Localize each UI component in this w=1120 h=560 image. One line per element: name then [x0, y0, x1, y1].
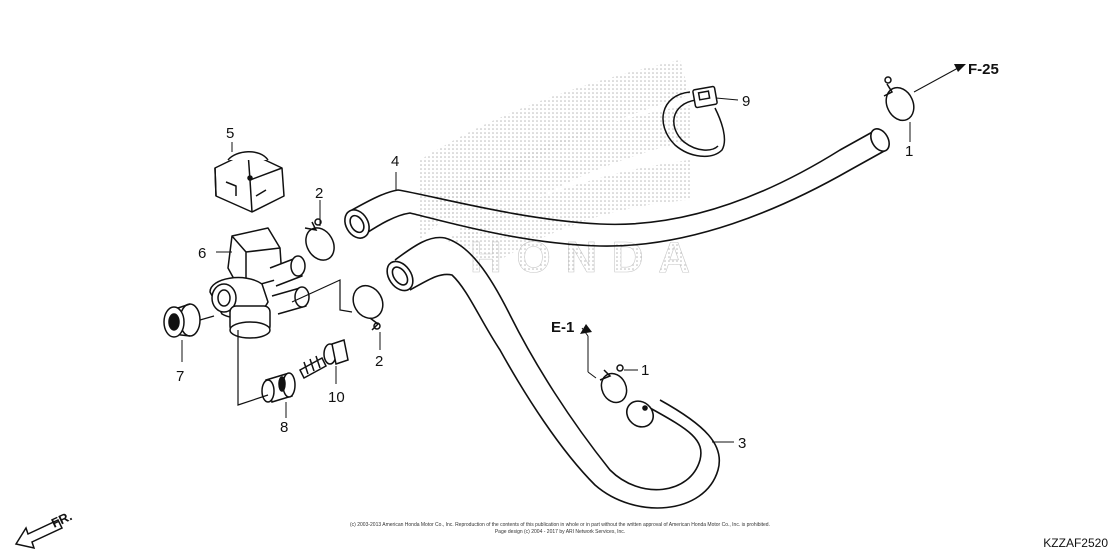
callout-10: 10 — [328, 389, 345, 406]
hose-3-left-end-inner — [391, 266, 409, 286]
reference-f25: F-25 — [968, 61, 999, 78]
band-clamp-9 — [662, 85, 726, 157]
grommet-7 — [163, 303, 201, 338]
callout-9: 9 — [742, 93, 750, 110]
hose-clamp-2-lower — [352, 284, 384, 331]
reference-arrows — [580, 64, 966, 334]
band-clamp-9-buckle — [692, 85, 718, 109]
hose-3-right-end — [625, 400, 655, 428]
front-direction-arrow: FR. — [14, 508, 74, 550]
copyright-line-1: (c) 2003-2013 American Honda Motor Co., … — [350, 522, 770, 528]
honda-wing-watermark: HONDA — [420, 60, 690, 282]
callout-5: 5 — [226, 125, 234, 142]
callout-8: 8 — [280, 419, 288, 436]
arrow-to-f25 — [954, 64, 966, 72]
hose-clamp-2-upper — [304, 218, 335, 261]
hose-clamp-1-upper — [883, 76, 915, 122]
callout-4: 4 — [391, 153, 399, 170]
hose-4-left-end — [344, 209, 370, 239]
front-label: FR. — [49, 508, 74, 530]
reference-e1: E-1 — [551, 319, 574, 336]
valve-cover-5 — [214, 151, 285, 213]
callout-2-upper: 2 — [315, 185, 323, 202]
hose-4-right-end — [870, 128, 890, 152]
hose-3-left-end — [386, 260, 414, 292]
copyright-line-2: Page design (c) 2004 - 2017 by ARI Netwo… — [494, 529, 626, 535]
copyright-notice: (c) 2003-2013 American Honda Motor Co., … — [300, 522, 820, 536]
arrow-to-e1 — [580, 324, 592, 334]
front-arrow-icon — [14, 519, 64, 550]
callout-3: 3 — [738, 435, 746, 452]
diagram-code: KZZAF2520 — [1043, 536, 1108, 550]
assembly-bracket-lines — [199, 279, 353, 406]
callout-1-lower: 1 — [641, 362, 649, 379]
hose-4 — [344, 128, 890, 247]
callout-1-upper: 1 — [905, 143, 913, 160]
solenoid-valve-6 — [209, 227, 310, 339]
leader-lines — [181, 67, 959, 443]
callout-6: 6 — [198, 245, 206, 262]
hose-clamp-1-lower — [599, 364, 628, 404]
callout-7: 7 — [176, 368, 184, 385]
callout-labels: 1 1 2 2 3 4 5 6 7 8 9 10 — [176, 93, 913, 452]
hose-3 — [386, 236, 721, 509]
callout-2-lower: 2 — [375, 353, 383, 370]
collar-8 — [261, 372, 296, 403]
bolt-10 — [299, 339, 349, 380]
hose-4-left-end-inner — [349, 214, 365, 234]
